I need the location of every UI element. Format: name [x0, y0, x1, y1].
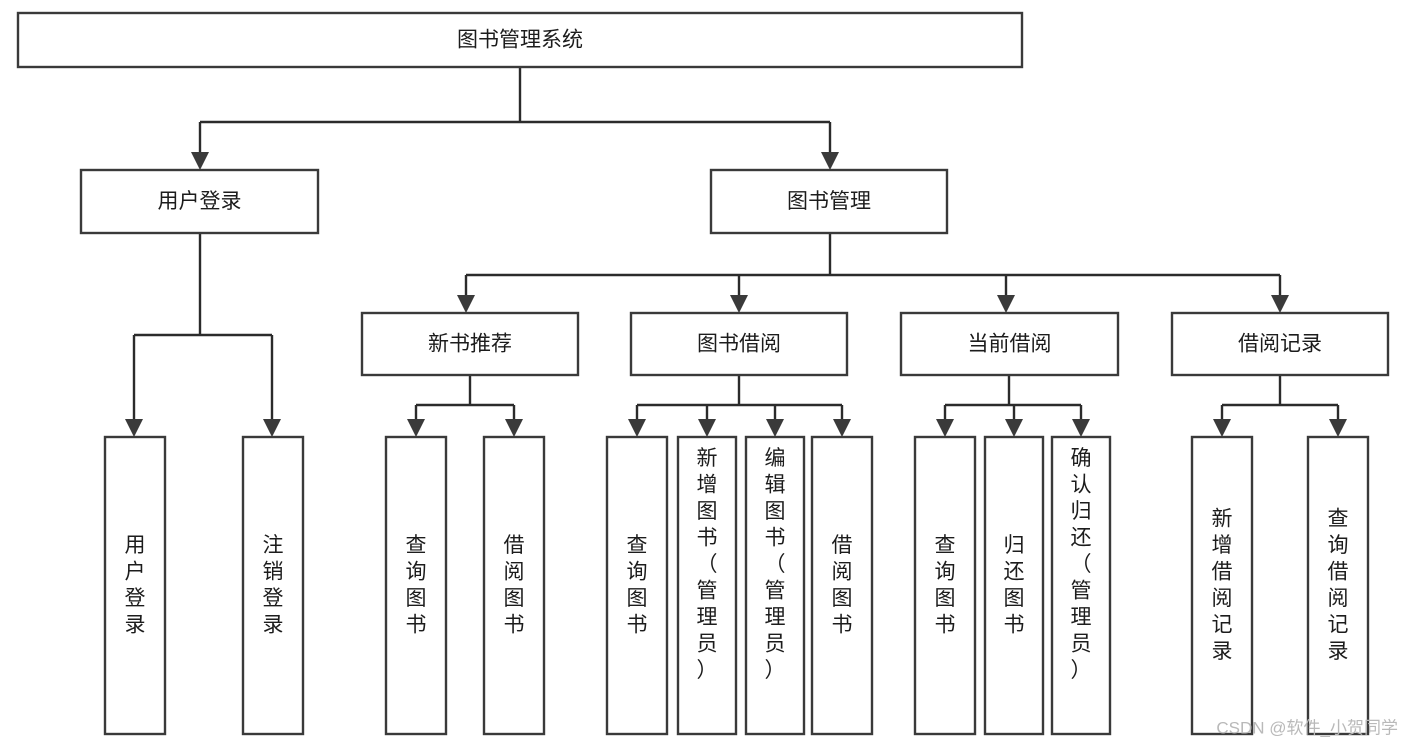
arrow-leaf-return-book-icon [1005, 419, 1023, 437]
node-leaf-user-login[interactable]: 用户登录 [103, 435, 167, 736]
node-label-leaf-add-book: 新增图书（管理员） [697, 447, 718, 682]
node-label-new-book-recommend: 新书推荐 [428, 333, 512, 356]
node-box-leaf-add-book[interactable] [676, 435, 738, 736]
csdn-watermark: CSDN @软件_小贺同学 [1216, 718, 1398, 737]
node-label-leaf-borrow-book: 借阅图书 [832, 533, 853, 636]
arrow-leaf-user-logout-icon [263, 419, 281, 437]
node-label-borrow-record: 借阅记录 [1238, 333, 1322, 356]
node-label-leaf-query-record: 查询借阅记录 [1328, 507, 1349, 663]
arrow-book-manage-icon [821, 152, 839, 170]
node-label-leaf-query-book-rec: 查询图书 [406, 533, 427, 636]
arrow-borrow-record-icon [1271, 295, 1289, 313]
node-book-manage[interactable]: 图书管理 [709, 168, 949, 235]
node-label-leaf-query-book-borrow: 查询图书 [627, 533, 648, 636]
node-box-leaf-borrow-book-rec[interactable] [482, 435, 546, 736]
node-leaf-query-book-cur[interactable]: 查询图书 [913, 435, 977, 736]
node-box-user-login[interactable] [79, 168, 320, 235]
node-box-book-manage[interactable] [709, 168, 949, 235]
node-user-login[interactable]: 用户登录 [79, 168, 320, 235]
arrow-leaf-add-book-icon [698, 419, 716, 437]
node-leaf-add-record[interactable]: 新增借阅记录 [1190, 435, 1254, 736]
node-box-leaf-add-record[interactable] [1190, 435, 1254, 736]
nodes-layer: 图书管理系统用户登录图书管理新书推荐图书借阅当前借阅借阅记录用户登录注销登录查询… [16, 11, 1390, 736]
arrow-leaf-add-record-icon [1213, 419, 1231, 437]
node-box-leaf-return-book[interactable] [983, 435, 1045, 736]
node-box-new-book-recommend[interactable] [360, 311, 580, 377]
node-box-leaf-user-login[interactable] [103, 435, 167, 736]
node-box-leaf-query-book-cur[interactable] [913, 435, 977, 736]
node-leaf-query-record[interactable]: 查询借阅记录 [1306, 435, 1370, 736]
arrow-current-borrow-icon [997, 295, 1015, 313]
arrow-leaf-borrow-book-rec-icon [505, 419, 523, 437]
arrow-leaf-query-book-rec-icon [407, 419, 425, 437]
node-current-borrow[interactable]: 当前借阅 [899, 311, 1120, 377]
node-box-leaf-confirm-return[interactable] [1050, 435, 1112, 736]
node-box-leaf-query-book-borrow[interactable] [605, 435, 669, 736]
node-leaf-confirm-return[interactable]: 确认归还（管理员） [1050, 435, 1112, 736]
node-label-book-manage: 图书管理 [787, 190, 871, 213]
node-box-leaf-query-book-rec[interactable] [384, 435, 448, 736]
node-label-leaf-return-book: 归还图书 [1004, 533, 1025, 636]
node-label-leaf-borrow-book-rec: 借阅图书 [504, 533, 525, 636]
node-label-user-login: 用户登录 [158, 190, 242, 213]
arrow-leaf-query-book-borrow-icon [628, 419, 646, 437]
node-leaf-add-book[interactable]: 新增图书（管理员） [676, 435, 738, 736]
arrow-new-book-recommend-icon [457, 295, 475, 313]
node-leaf-edit-book[interactable]: 编辑图书（管理员） [744, 435, 806, 736]
node-box-leaf-query-record[interactable] [1306, 435, 1370, 736]
arrow-leaf-query-record-icon [1329, 419, 1347, 437]
node-book-borrow[interactable]: 图书借阅 [629, 311, 849, 377]
node-box-book-borrow[interactable] [629, 311, 849, 377]
node-label-current-borrow: 当前借阅 [968, 333, 1052, 356]
node-leaf-borrow-book-rec[interactable]: 借阅图书 [482, 435, 546, 736]
node-label-leaf-user-logout: 注销登录 [263, 533, 284, 636]
node-label-leaf-query-book-cur: 查询图书 [935, 533, 956, 636]
node-box-leaf-edit-book[interactable] [744, 435, 806, 736]
node-leaf-query-book-borrow[interactable]: 查询图书 [605, 435, 669, 736]
node-leaf-user-logout[interactable]: 注销登录 [241, 435, 305, 736]
node-label-book-borrow: 图书借阅 [697, 333, 781, 356]
node-label-root: 图书管理系统 [457, 29, 583, 52]
node-leaf-return-book[interactable]: 归还图书 [983, 435, 1045, 736]
node-leaf-borrow-book[interactable]: 借阅图书 [810, 435, 874, 736]
node-box-current-borrow[interactable] [899, 311, 1120, 377]
node-label-leaf-user-login: 用户登录 [125, 533, 146, 636]
node-box-leaf-borrow-book[interactable] [810, 435, 874, 736]
arrow-leaf-user-login-icon [125, 419, 143, 437]
node-box-root[interactable] [16, 11, 1024, 69]
arrow-heads-layer [125, 152, 1347, 437]
node-leaf-query-book-rec[interactable]: 查询图书 [384, 435, 448, 736]
node-borrow-record[interactable]: 借阅记录 [1170, 311, 1390, 377]
node-label-leaf-confirm-return: 确认归还（管理员） [1071, 447, 1092, 682]
node-box-borrow-record[interactable] [1170, 311, 1390, 377]
arrow-leaf-borrow-book-icon [833, 419, 851, 437]
node-new-book-recommend[interactable]: 新书推荐 [360, 311, 580, 377]
node-box-leaf-user-logout[interactable] [241, 435, 305, 736]
arrow-leaf-query-book-cur-icon [936, 419, 954, 437]
node-label-leaf-edit-book: 编辑图书（管理员） [765, 447, 786, 682]
arrow-leaf-confirm-return-icon [1072, 419, 1090, 437]
arrow-book-borrow-icon [730, 295, 748, 313]
node-root[interactable]: 图书管理系统 [16, 11, 1024, 69]
node-label-leaf-add-record: 新增借阅记录 [1212, 507, 1233, 663]
arrow-leaf-edit-book-icon [766, 419, 784, 437]
arrow-user-login-icon [191, 152, 209, 170]
